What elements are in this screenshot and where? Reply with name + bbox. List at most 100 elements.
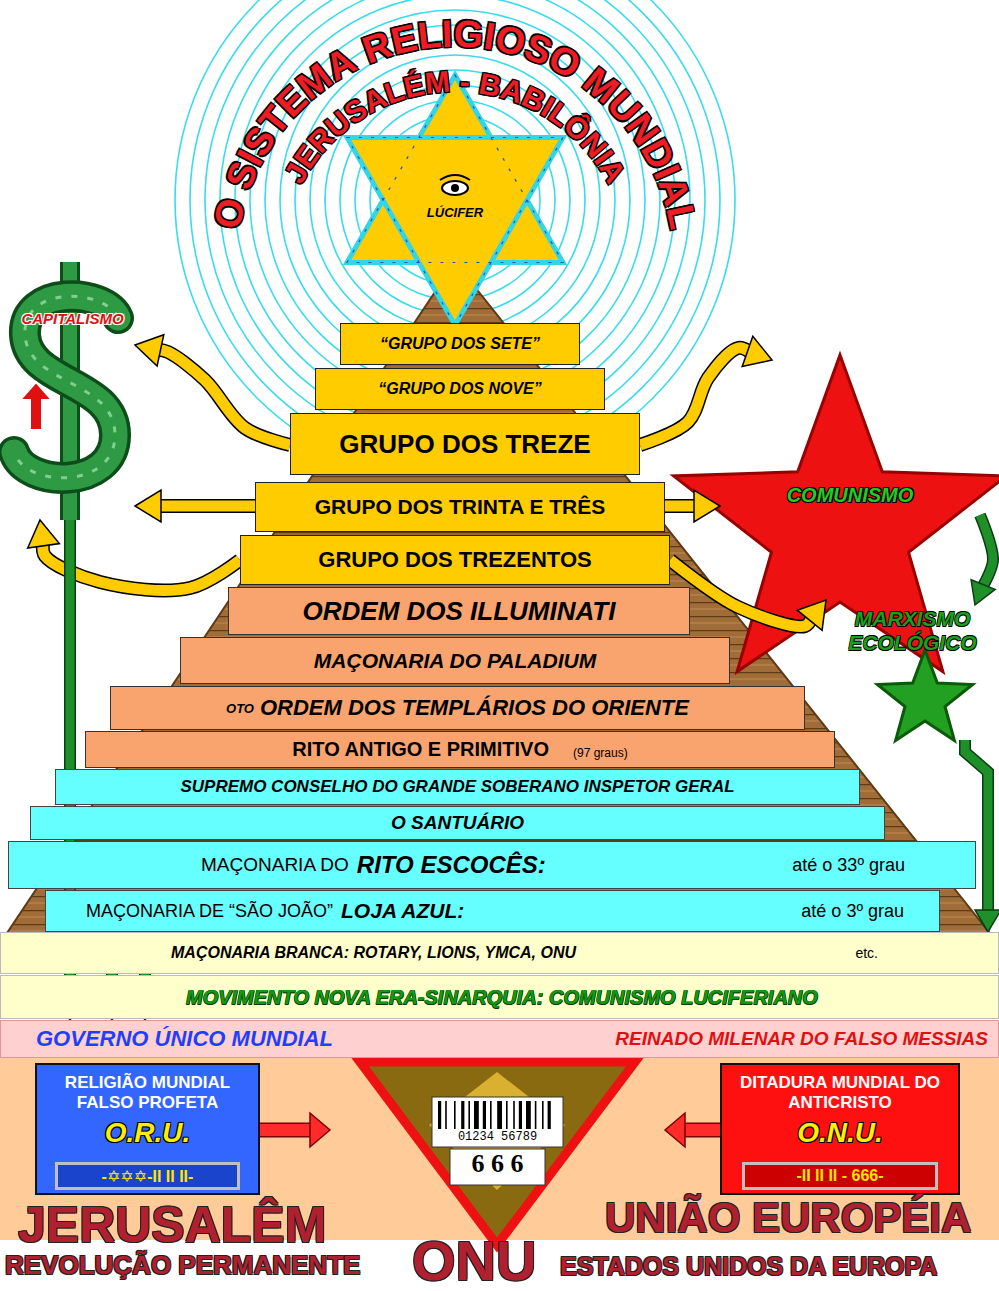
pyramid-band: “GRUPO DOS SETE” [340, 323, 580, 365]
connector-arrow [135, 490, 255, 522]
mark-triangle [360, 1062, 635, 1245]
connector-line [640, 348, 750, 445]
connector-arrow [965, 740, 999, 932]
arc-letter: O [206, 194, 254, 232]
connector-arrow [665, 490, 720, 522]
node-text: ORDEM DOS TEMPLÁRIOS DO ORIENTE [260, 695, 689, 721]
banner-text: REVOLUÇÃO PERMANENTE [5, 1250, 360, 1281]
hexagram [440, 175, 470, 180]
arc-letter: - [459, 65, 471, 99]
node-text: REINADO MILENAR DO FALSO MESSIAS [615, 1028, 988, 1050]
node-text: -✡✡✡-II II II- [102, 1167, 194, 1186]
pyramid-band: OTO ORDEM DOS TEMPLÁRIOS DO ORIENTE [110, 686, 805, 730]
node-text: MAÇONARIA DE “SÃO JOÃO” [86, 901, 333, 922]
node-text: -II II II - 666- [796, 1167, 883, 1185]
node-text: até o 3º grau [801, 901, 904, 922]
mark-triangle [526, 1101, 531, 1129]
node-text: LÚCIFER [427, 205, 483, 220]
node-text: etc. [855, 945, 878, 961]
halo-rings [205, 0, 705, 450]
arrowhead [665, 1113, 685, 1147]
dollar-sign [20, 382, 52, 430]
banner-text: JERUSALÊM [18, 1196, 326, 1254]
node-text: COMUNISMO [787, 484, 914, 507]
arrowhead [742, 336, 772, 366]
node-text: MOVIMENTO NOVA ERA-SINARQUIA: COMUNISMO … [186, 986, 818, 1009]
inner-plate: -✡✡✡-II II II- [55, 1162, 240, 1190]
node-text: “GRUPO DOS SETE” [380, 335, 540, 353]
node-text: 01234 56789 [458, 1130, 537, 1144]
pyramid-band: ORDEM DOS ILLUMINATI [228, 587, 690, 635]
red-box: DITADURA MUNDIAL DO ANTICRISTOO.N.U.-II … [720, 1063, 960, 1195]
connector-outline [682, 1123, 720, 1138]
node-text: O.N.U. [797, 1117, 883, 1149]
node-text: até o 33º grau [792, 855, 905, 876]
arrowhead [135, 335, 164, 366]
mark-triangle [461, 1101, 464, 1129]
mark-triangle [360, 1062, 635, 1245]
node-text: MAÇONARIA BRANCA: ROTARY, LIONS, YMCA, O… [171, 944, 576, 962]
arrowhead [28, 520, 60, 548]
banner-text: ONU [412, 1228, 536, 1291]
halo-rings [310, 55, 600, 345]
node-text: “GRUPO DOS NOVE” [378, 380, 542, 398]
node-text: GRUPO DOS TREZENTOS [318, 547, 591, 573]
node-text: MAÇONARIA DO PALADIUM [314, 649, 596, 673]
node-text: RITO ANTIGO E PRIMITIVO [292, 738, 549, 761]
green-star [877, 650, 972, 741]
halo-rings [280, 25, 630, 375]
connector-arrow [640, 336, 772, 445]
connector-line [157, 350, 290, 445]
base-band: GOVERNO ÚNICO MUNDIAL REINADO MILENAR DO … [0, 1020, 999, 1058]
node-text: OTO [226, 701, 254, 716]
connector-line [158, 501, 255, 512]
mark-triangle [548, 1101, 551, 1129]
hexagram [347, 138, 563, 326]
halo-rings [325, 70, 585, 330]
mark-triangle [535, 1101, 537, 1129]
blue-box: RELIGIÃO MUNDIAL FALSO PROFETAO.R.U.-✡✡✡… [35, 1063, 260, 1195]
connector-line [670, 560, 812, 627]
arrowhead [971, 580, 995, 605]
connector-line [980, 515, 993, 587]
pyramid-band: O SANTUÁRIO [30, 806, 885, 840]
node-text: SUPREMO CONSELHO DO GRANDE SOBERANO INSP… [180, 777, 734, 797]
arrowhead [694, 490, 720, 522]
node-text: O SANTUÁRIO [391, 812, 524, 834]
base-band: MAÇONARIA BRANCA: ROTARY, LIONS, YMCA, O… [0, 932, 999, 974]
node-text: CAPITALISMO [21, 310, 123, 327]
connector-arrow [670, 560, 826, 630]
green-star-node: MARXISMO ECOLÓGICO [830, 605, 995, 740]
mark-triangle [483, 1101, 486, 1129]
arc-letter: M [423, 65, 451, 101]
arrowhead [797, 600, 826, 630]
mark-triangle [490, 1101, 492, 1129]
mark-triangle [450, 1149, 545, 1185]
pyramid-band: “GRUPO DOS NOVE” [315, 368, 605, 410]
banner-text: UNIÃO EUROPÉIA [605, 1194, 971, 1242]
pyramid-band: GRUPO DOS TRINTA E TRÊS [255, 482, 665, 532]
connector-outline [260, 1123, 313, 1138]
halo-rings [250, 0, 660, 405]
connector-outline [157, 350, 290, 445]
arc-letter: I [441, 13, 453, 56]
node-text: (97 graus) [573, 746, 628, 760]
mark-triangle [432, 1097, 563, 1147]
base-band: MOVIMENTO NOVA ERA-SINARQUIA: COMUNISMO … [0, 975, 999, 1019]
mark-triangle [513, 1101, 515, 1129]
node-text: O.R.U. [105, 1117, 191, 1149]
red-star [674, 355, 999, 672]
pyramid-band: SUPREMO CONSELHO DO GRANDE SOBERANO INSP… [55, 769, 860, 805]
mark-triangle [497, 1101, 502, 1129]
node-text: GOVERNO ÚNICO MUNDIAL [36, 1026, 333, 1052]
node-text: MARXISMO ECOLÓGICO [830, 607, 995, 655]
dollar-sign [14, 262, 118, 520]
connector-outline [980, 515, 993, 587]
connector-outline [640, 348, 750, 445]
node-text: ORDEM DOS ILLUMINATI [303, 596, 616, 627]
connector-line [665, 501, 697, 512]
arrowhead [135, 490, 161, 522]
mark-triangle [438, 1101, 441, 1129]
hexagram [347, 138, 563, 326]
